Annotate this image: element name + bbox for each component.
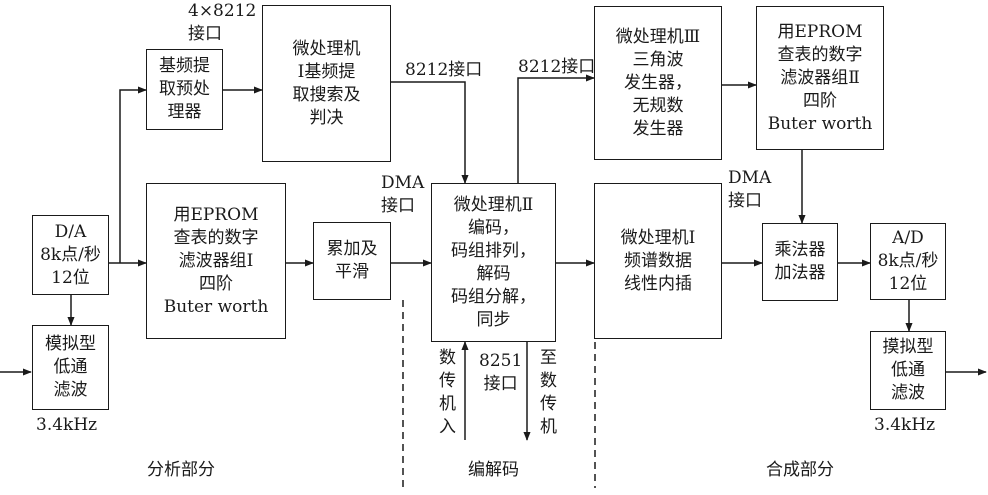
da-converter-block: D/A 8k点/秒 12位 [32, 215, 109, 295]
interface-8212-right-label: 8212接口 [518, 57, 596, 77]
accumulate-smooth-block: 累加及 平滑 [313, 222, 391, 300]
synthesis-section-label: 合成部分 [766, 460, 834, 480]
filter-bank-2-block: 用EPROM 查表的数字 滤波器组Ⅱ 四阶 Buter worth [756, 6, 884, 150]
data-set-input-label: 数 传 机 入 [439, 348, 456, 437]
arrow-mp2-mp3 [517, 74, 595, 183]
interface-8212-left-label: 8212接口 [405, 60, 483, 80]
filter-bank-1-block: 用EPROM 查表的数字 滤波器组Ⅰ 四阶 Buter worth [146, 183, 286, 339]
ad-converter-block: A/D 8k点/秒 12位 [870, 223, 946, 300]
mp2-codec-block: 微处理机Ⅱ 编码， 码组排列， 解码 码组分解， 同步 [431, 183, 556, 342]
output-lowpass-filter-block: 摸拟型 低通 滤波 [870, 331, 946, 410]
analysis-section-label: 分析部分 [147, 460, 215, 480]
mp1-interpolation-block: 微处理机Ⅰ 频谱数据 线性内插 [594, 183, 722, 339]
dma-interface-left-label: DMA 接口 [381, 173, 425, 216]
interface-4x8212-label: 4×8212 接口 [188, 1, 257, 44]
mp1-baseband-search-block: 微处理机 Ⅰ基频提 取搜索及 判决 [262, 5, 391, 162]
input-bandwidth-label: 3.4kHz [36, 415, 98, 435]
output-bandwidth-label: 3.4kHz [874, 415, 936, 435]
dma-interface-right-label: DMA 接口 [728, 168, 772, 211]
arrow-da-baseband [119, 86, 147, 263]
multiplier-adder-block: 乘法器 加法器 [762, 223, 838, 301]
mp3-generator-block: 微处理机Ⅲ 三角波 发生器， 无规数 发生器 [594, 6, 722, 160]
input-lowpass-filter-block: 模拟型 低通 滤波 [32, 325, 109, 410]
baseband-preprocessor-block: 基频提 取预处 理器 [146, 49, 223, 130]
to-data-set-label: 至 数 传 机 [540, 348, 557, 437]
codec-section-label: 编解码 [468, 460, 519, 480]
arrow-mp1-mp2 [391, 81, 469, 184]
interface-8251-label: 8251 接口 [479, 351, 523, 394]
